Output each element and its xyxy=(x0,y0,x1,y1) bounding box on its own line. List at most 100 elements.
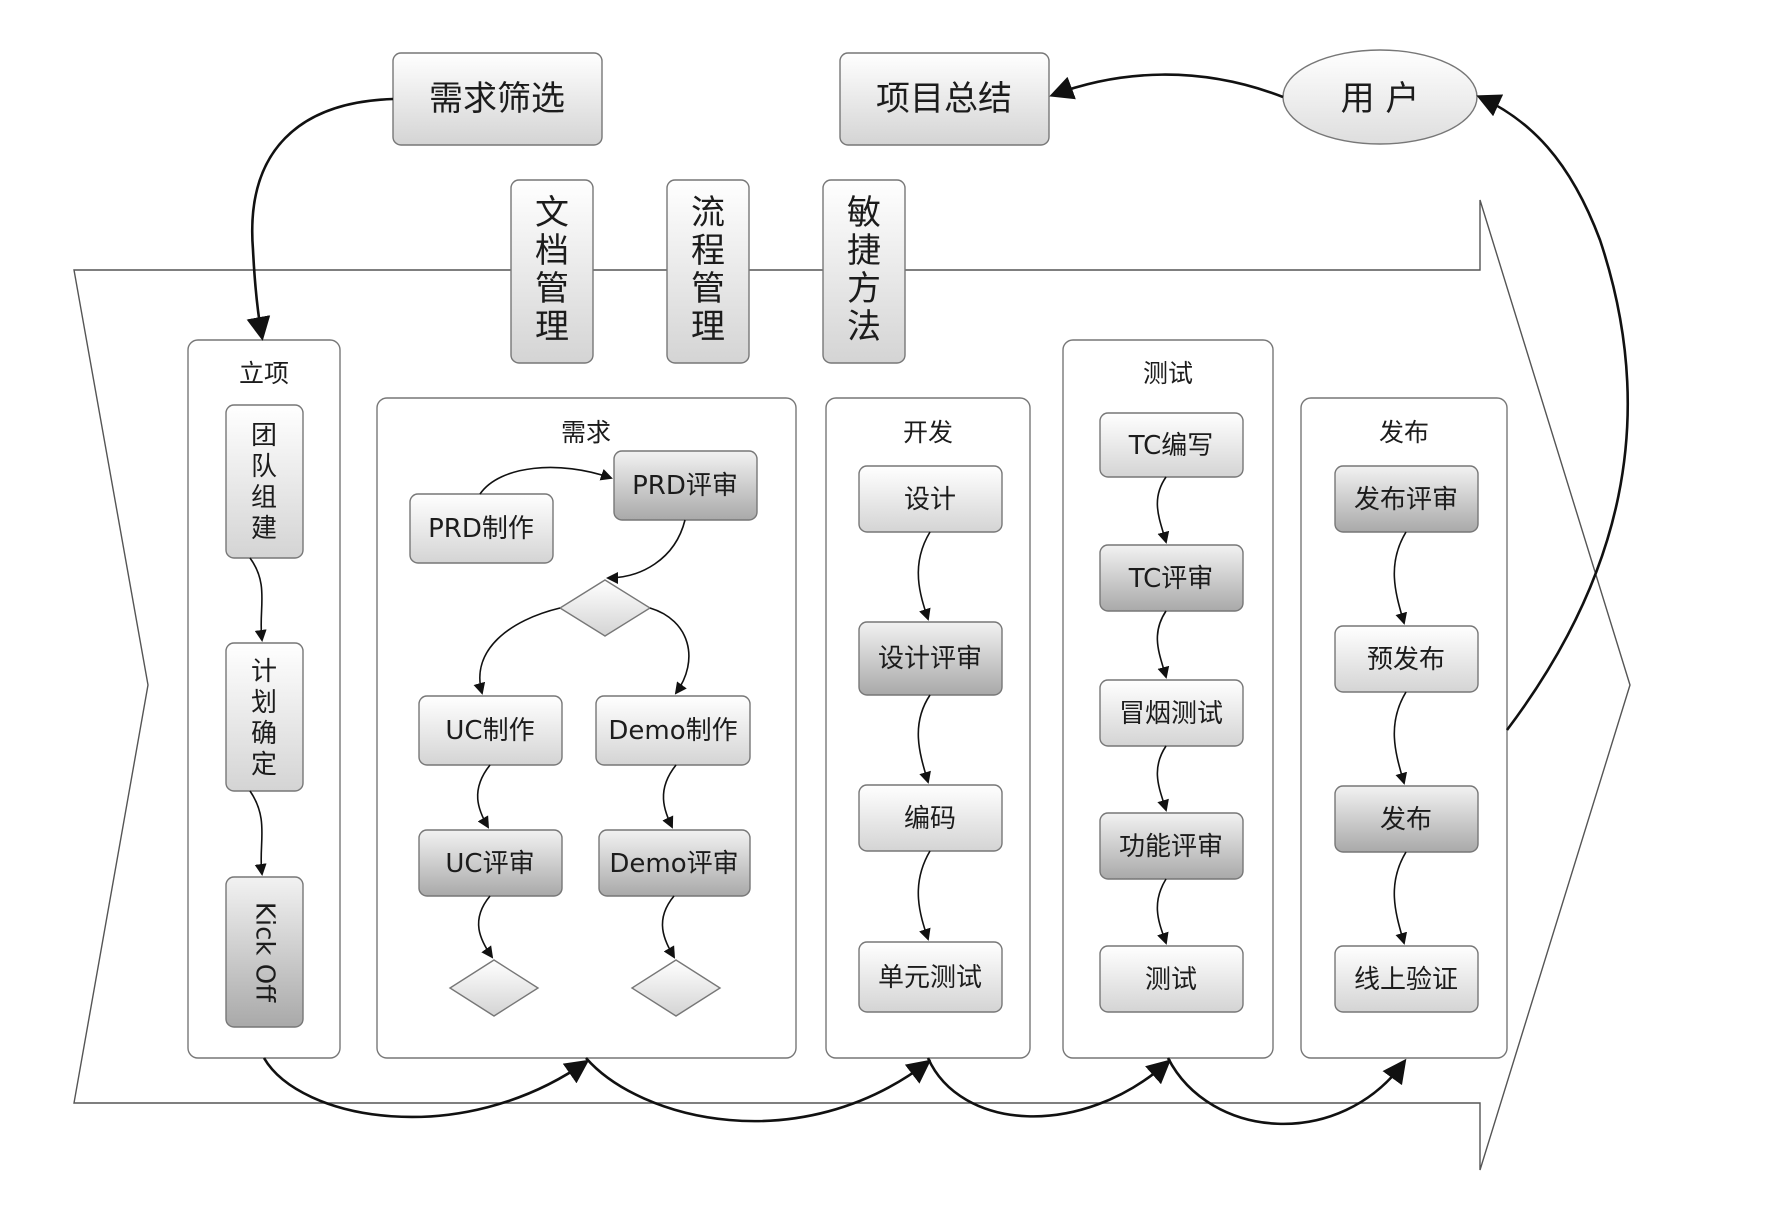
pillar-text-0-char: 文 xyxy=(535,193,569,233)
arrow-testing-to-release xyxy=(1166,1057,1407,1126)
node-uc-make xyxy=(418,695,563,766)
arrow-coding-to-unittest xyxy=(917,850,931,941)
node-smoke-test-label: 冒烟测试 xyxy=(1119,699,1223,729)
node-design-review-label: 设计评审 xyxy=(878,644,982,674)
arrow-team-to-plan xyxy=(249,557,267,642)
node-demo-make xyxy=(595,695,751,766)
user-label: 用 户 xyxy=(1341,79,1420,119)
pillar-text-1-char: 理 xyxy=(691,307,725,347)
node-coding xyxy=(858,784,1003,852)
node-coding-label: 编码 xyxy=(904,804,956,834)
node-pre-release xyxy=(1334,625,1479,693)
node-design-label: 设计 xyxy=(904,485,956,515)
node-test-label: 测试 xyxy=(1145,965,1197,995)
arrow-design-to-review xyxy=(917,531,931,621)
demand-filter-label: 需求筛选 xyxy=(429,79,565,119)
node-prd-review xyxy=(613,450,758,521)
arrow-tcreview-to-smoke xyxy=(1156,610,1170,679)
pillar-document-management-label: 文档管理 xyxy=(535,193,569,347)
arrow-initiation-to-requirement xyxy=(262,1057,590,1119)
pillar-document-management xyxy=(510,179,594,364)
node-unit-test xyxy=(858,941,1003,1013)
stage-title-requirement: 需求 xyxy=(561,418,611,447)
pillar-text-0-char: 管 xyxy=(535,269,569,309)
arrow-requirement-to-development xyxy=(585,1057,932,1123)
arrow-release-to-verify xyxy=(1393,851,1408,945)
pillar-text-2-char: 捷 xyxy=(847,231,881,271)
pillar-text-2-char: 法 xyxy=(847,307,881,347)
arrow-demo-review-to-diamond xyxy=(661,895,676,959)
node-function-review-label: 功能评审 xyxy=(1119,832,1223,862)
pillar-process-management-label: 流程管理 xyxy=(691,193,725,347)
project-summary-label: 项目总结 xyxy=(876,79,1012,119)
stage-title-development: 开发 xyxy=(903,418,953,447)
pillar-text-1-char: 流 xyxy=(691,193,725,233)
pillar-agile-method-label: 敏捷方法 xyxy=(847,193,881,347)
node-online-verify-label: 线上验证 xyxy=(1354,965,1458,995)
init-text-1-char: 划 xyxy=(251,688,277,718)
init-text-0-char: 组 xyxy=(251,483,277,513)
node-plan-confirm xyxy=(225,642,304,792)
node-tc-review-label: TC评审 xyxy=(1128,564,1214,594)
pillar-text-2-char: 敏 xyxy=(847,193,881,233)
node-uc-make-label: UC制作 xyxy=(445,716,534,746)
arrow-filter-to-initiation xyxy=(246,97,394,341)
stage-title-testing: 测试 xyxy=(1143,359,1193,388)
node-prd-make xyxy=(409,493,554,564)
stage-title-initiation: 立项 xyxy=(239,359,289,388)
node-smoke-test xyxy=(1099,679,1244,747)
init-text-1-char: 计 xyxy=(251,657,277,687)
node-kick-off xyxy=(225,876,304,1028)
project-summary-box xyxy=(839,52,1050,146)
node-demo-make-label: Demo制作 xyxy=(608,716,737,746)
arrow-diamond-to-demo xyxy=(649,607,690,695)
node-release-review-label: 发布评审 xyxy=(1354,485,1458,515)
node-tc-write-label: TC编写 xyxy=(1128,431,1214,461)
node-online-verify xyxy=(1334,945,1479,1013)
arrow-tcwrite-to-tcreview xyxy=(1156,476,1170,544)
node-tc-review xyxy=(1099,544,1244,612)
init-text-0-char: 队 xyxy=(251,452,277,482)
node-release-review xyxy=(1334,465,1479,533)
node-design xyxy=(858,465,1003,533)
arrow-plan-to-kickoff xyxy=(249,790,267,876)
pillar-process-management xyxy=(666,179,750,364)
node-plan-confirm-label: 计划确定 xyxy=(251,657,277,780)
arrow-review-to-coding xyxy=(917,694,931,784)
node-design-review xyxy=(858,621,1003,696)
stage-title-release: 发布 xyxy=(1379,418,1429,447)
pillar-text-0-char: 理 xyxy=(535,307,569,347)
arrow-demo-make-to-review xyxy=(662,764,677,829)
arrow-uc-review-to-diamond xyxy=(477,895,494,959)
arrow-uc-make-to-review xyxy=(476,764,491,829)
arrow-review-to-prerelease xyxy=(1393,531,1408,625)
arrow-diamond-to-uc xyxy=(473,607,561,695)
decision-diamond-uc xyxy=(448,959,540,1017)
arrow-smoke-to-function xyxy=(1156,745,1169,812)
node-prd-review-label: PRD评审 xyxy=(632,471,738,501)
decision-diamond-demo xyxy=(630,959,722,1017)
pillar-text-1-char: 管 xyxy=(691,269,725,309)
node-kick-off-label: Kick Off xyxy=(250,902,280,1003)
node-uc-review-label: UC评审 xyxy=(445,849,534,879)
pillar-text-2-char: 方 xyxy=(847,269,881,309)
arrow-prd-make-to-review xyxy=(479,466,613,495)
node-team-building-label: 团队组建 xyxy=(251,421,277,544)
init-text-0-char: 团 xyxy=(251,421,277,451)
pillar-text-1-char: 程 xyxy=(691,231,725,271)
arrow-prd-review-to-diamond xyxy=(606,519,686,584)
pillar-agile-method xyxy=(822,179,906,364)
decision-diamond-prd xyxy=(558,579,652,637)
node-prd-make-label: PRD制作 xyxy=(428,514,534,544)
pillar-text-0-char: 档 xyxy=(535,231,569,271)
node-release-label: 发布 xyxy=(1380,805,1432,835)
arrow-development-to-testing xyxy=(926,1057,1171,1118)
node-test xyxy=(1099,945,1244,1013)
init-text-1-char: 定 xyxy=(251,750,277,780)
node-release xyxy=(1334,785,1479,853)
init-text-0-char: 建 xyxy=(251,514,277,544)
node-function-review xyxy=(1099,812,1244,880)
arrow-prerelease-to-release xyxy=(1393,691,1408,785)
